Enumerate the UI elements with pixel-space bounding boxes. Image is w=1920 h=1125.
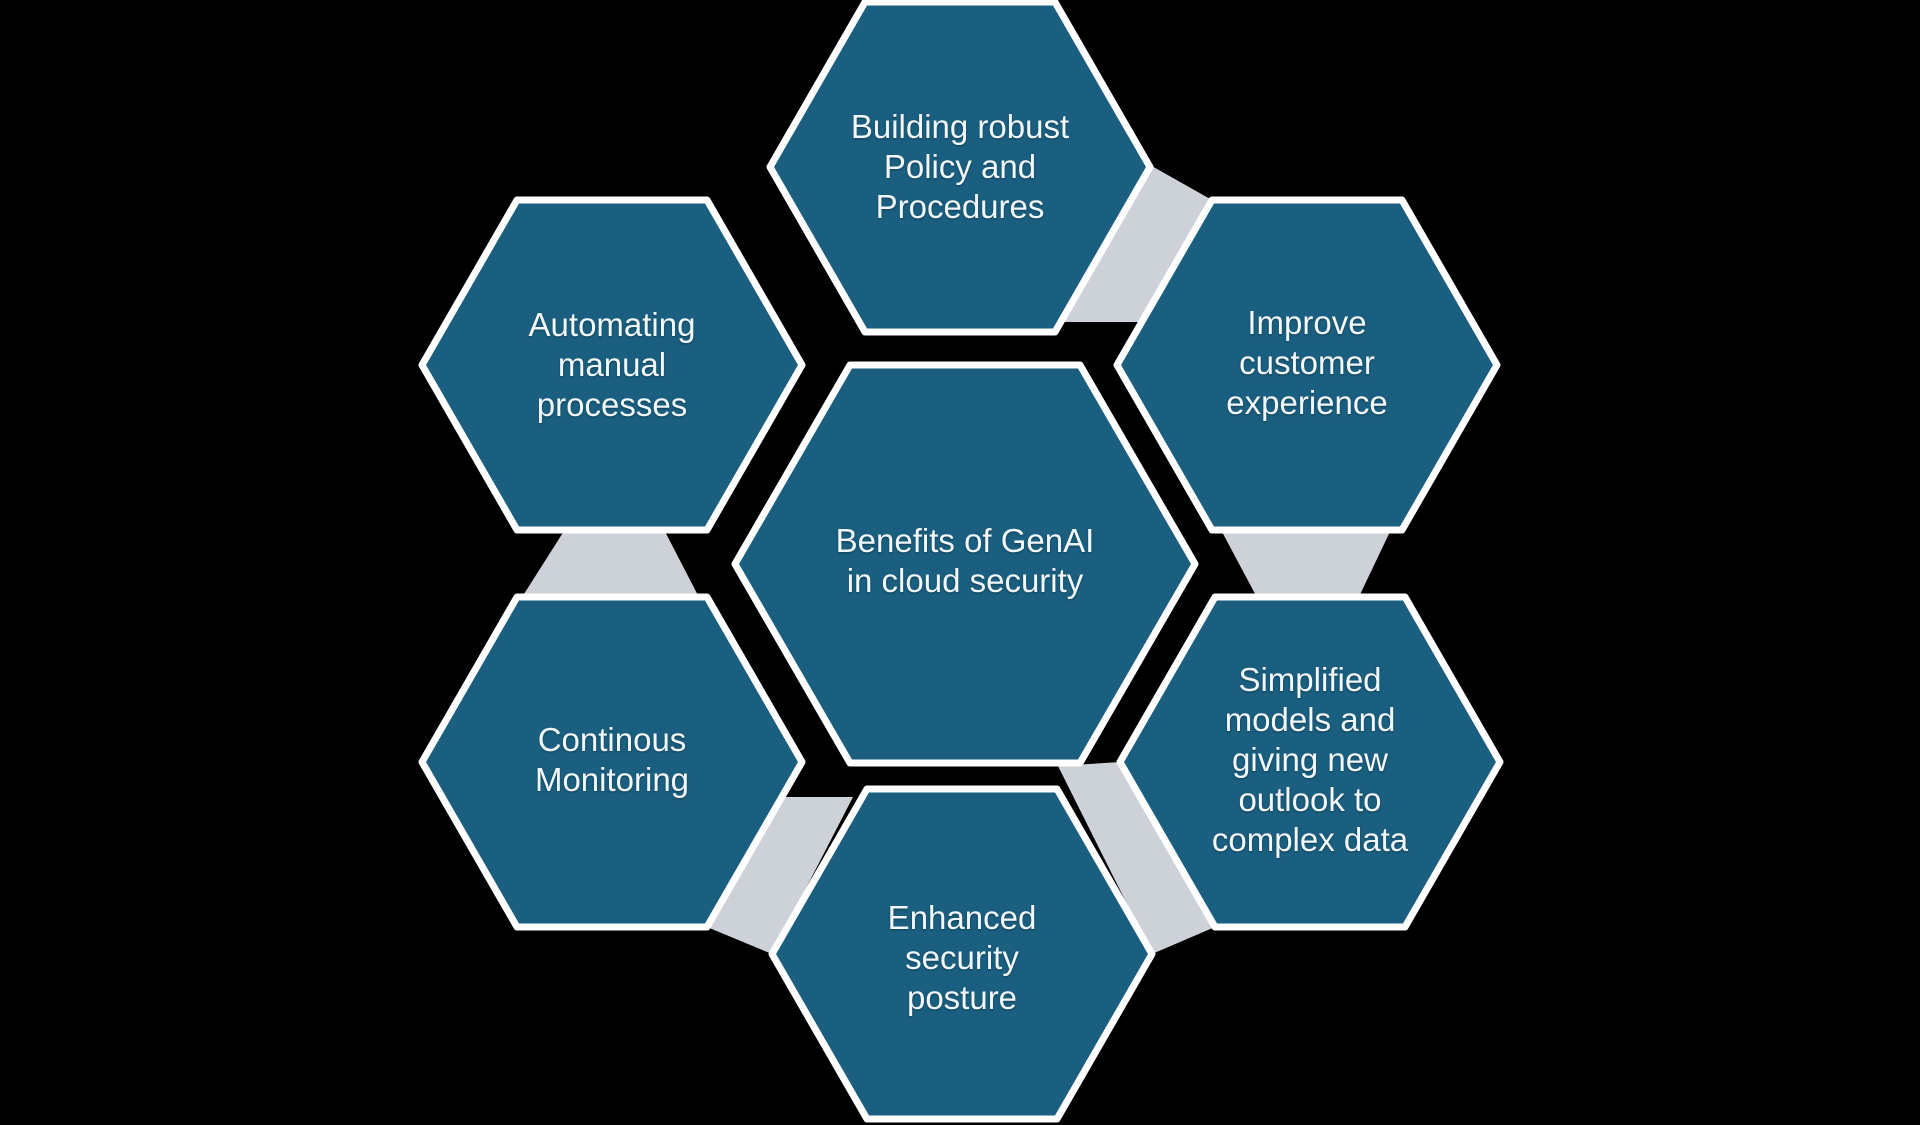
label-line: outlook to — [1238, 781, 1382, 818]
connector-bottomright-to-bottom — [1058, 762, 1215, 954]
label-line: Benefits of GenAI — [835, 522, 1095, 559]
label-line: Procedures — [875, 188, 1045, 225]
hexagon-label-top: Building robust Policy and Procedures — [851, 107, 1069, 227]
label-line: Improve — [1247, 304, 1367, 341]
label-line: Building robust — [850, 108, 1070, 145]
label-line: models and — [1224, 701, 1396, 738]
label-line: Continous — [537, 721, 687, 758]
hexagon-label-top-left: Automating manual processes — [529, 305, 696, 425]
label-line: Policy and — [883, 148, 1037, 185]
label-line: customer — [1239, 344, 1375, 381]
hexagon-bottom-left — [418, 593, 806, 931]
label-line: Monitoring — [534, 761, 690, 798]
label-line: Enhanced — [887, 899, 1037, 936]
hexagon-bottom — [768, 785, 1156, 1123]
label-line: manual — [557, 346, 667, 383]
label-line: experience — [1226, 384, 1388, 421]
label-line: complex data — [1211, 821, 1409, 858]
hexagon-label-bottom-right: Simplified models and giving new outlook… — [1212, 660, 1408, 860]
label-line: processes — [536, 386, 688, 423]
label-line: Simplified — [1238, 661, 1382, 698]
hexagon-label-bottom: Enhanced security posture — [888, 898, 1037, 1018]
hexagon-center — [731, 361, 1199, 767]
hexagon-label-top-right: Improve customer experience — [1226, 303, 1387, 423]
label-line: Automating — [528, 306, 696, 343]
connector-top-to-topright — [1061, 165, 1212, 322]
hexagon-top-left — [418, 196, 806, 534]
connector-bottom-to-bottomleft — [707, 797, 853, 954]
label-line: security — [905, 939, 1019, 976]
hexagon-top-right — [1113, 196, 1501, 534]
hexagon-bottom-right — [1116, 593, 1504, 931]
connector-bottomleft-to-topleft — [517, 520, 703, 605]
connector-topright-to-bottomright — [1213, 515, 1398, 605]
hexagon-label-center: Benefits of GenAI in cloud security — [836, 521, 1095, 601]
label-line: posture — [906, 979, 1018, 1016]
label-line: in cloud security — [846, 562, 1084, 599]
label-line: giving new — [1232, 741, 1388, 778]
hexagon-label-bottom-left: Continous Monitoring — [535, 720, 689, 800]
hexagon-top — [766, 0, 1154, 336]
